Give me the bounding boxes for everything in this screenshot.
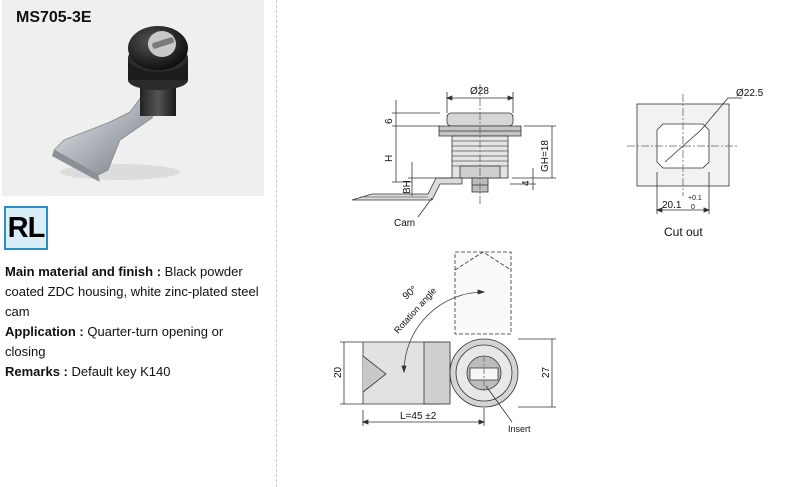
dim-cutout-width: 20.1 xyxy=(662,200,682,211)
dim-cutout-diameter: Ø22.5 xyxy=(736,88,764,99)
rotation-degree: 90° xyxy=(401,284,420,302)
dim-gh: GH=18 xyxy=(540,140,551,172)
cutout-view: Ø22.5 20.1 +0.1 0 Cut out xyxy=(627,88,764,239)
dim-bh: BH xyxy=(402,180,413,194)
spec-label: Main material and finish : xyxy=(5,264,162,279)
dim-h: H xyxy=(384,155,395,162)
dim-length: L=45 ±2 xyxy=(400,411,437,422)
cutout-caption: Cut out xyxy=(664,225,703,239)
spec-label: Application : xyxy=(5,324,84,339)
type-badge: RL xyxy=(4,206,48,250)
top-view: 90° Rotation angle 20 27 L=45 ±2 Insert xyxy=(333,251,556,434)
spec-material: Main material and finish : Black powder … xyxy=(5,262,267,322)
column-divider xyxy=(276,0,277,487)
spec-value: Black powder coated ZDC housing, white z… xyxy=(5,264,259,319)
dim-27: 27 xyxy=(541,366,552,378)
spec-value: Quarter-turn opening or closing xyxy=(5,324,224,359)
spec-application: Application : Quarter-turn opening or cl… xyxy=(5,322,267,362)
dim-cutout-tol-plus: +0.1 xyxy=(688,195,702,202)
product-description: Main material and finish : Black powder … xyxy=(5,262,267,382)
dim-cap-height: 6 xyxy=(384,118,395,124)
dim-cutout-tol-zero: 0 xyxy=(691,204,695,211)
spec-label: Remarks : xyxy=(5,364,68,379)
side-view: Ø28 6 H BH GH=18 4 Cam xyxy=(351,84,556,229)
dim-4: 4 xyxy=(521,180,532,186)
spec-remarks: Remarks : Default key K140 xyxy=(5,362,267,382)
label-cam: Cam xyxy=(394,218,415,229)
spec-value: Default key K140 xyxy=(67,364,171,379)
product-photo xyxy=(2,0,264,196)
product-model: MS705-3E xyxy=(16,9,92,26)
cam-lock-photo-illustration xyxy=(52,26,188,182)
label-insert: Insert xyxy=(508,424,531,434)
dim-diameter-28: Ø28 xyxy=(470,86,489,97)
dim-20: 20 xyxy=(333,366,344,378)
